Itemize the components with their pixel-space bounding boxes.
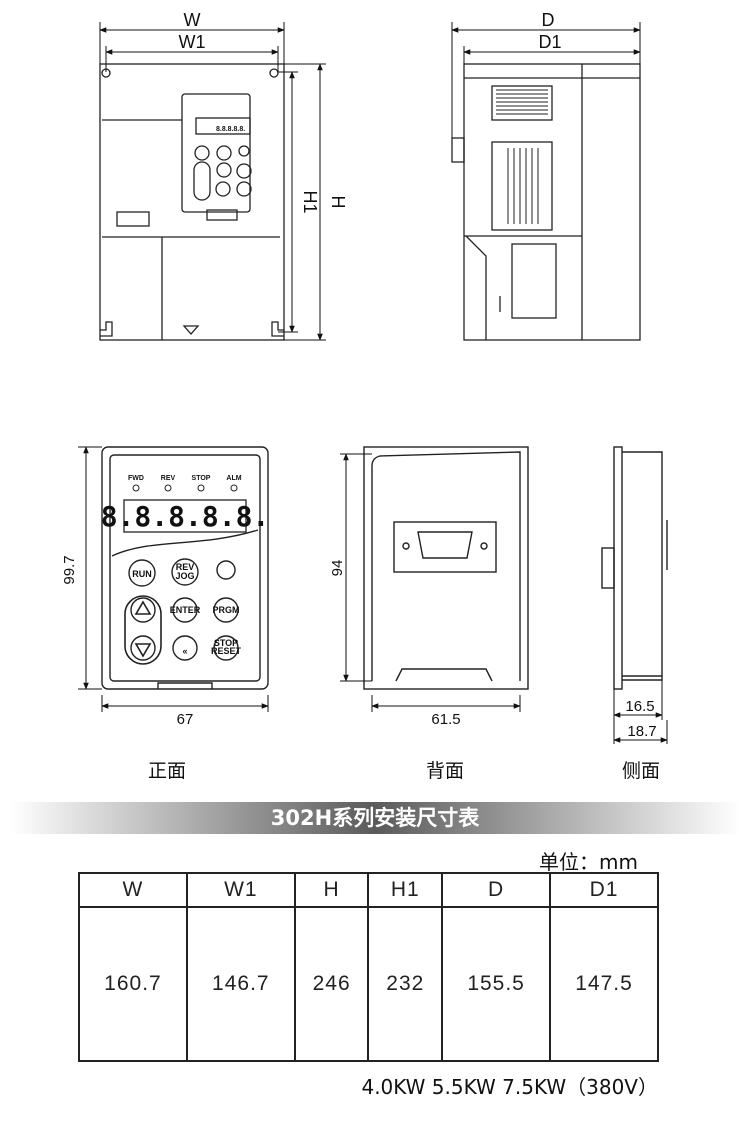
svg-text:RESET: RESET — [211, 646, 242, 656]
side-a-label: 16.5 — [625, 698, 654, 715]
rev-jog-button[interactable]: REV JOG — [171, 558, 199, 586]
h1-label: H1 — [300, 190, 320, 213]
panel-led-row: FWD REV STOP ALM — [128, 475, 242, 492]
table-title-banner — [10, 802, 740, 834]
value-h1: 232 — [367, 906, 444, 1062]
svg-text:STOP: STOP — [214, 638, 238, 648]
svg-text:FWD: FWD — [128, 475, 144, 482]
panel-width-label: 67 — [177, 711, 194, 728]
potentiometer-knob[interactable] — [216, 560, 236, 580]
header-w: W — [78, 872, 188, 908]
side-vent-slots — [496, 89, 548, 224]
header-w1: W1 — [185, 872, 296, 908]
back-height-label: 94 — [329, 560, 346, 577]
unit-label: 单位：mm — [539, 850, 638, 874]
stop-reset-button[interactable]: STOP RESET — [211, 635, 242, 661]
svg-text:ENTER: ENTER — [170, 605, 201, 615]
value-w: 160.7 — [78, 906, 188, 1062]
table-title: 302H系列安装尺寸表 — [270, 806, 480, 830]
panel-front-outline — [101, 446, 269, 690]
svg-text:ALM: ALM — [226, 475, 241, 482]
svg-text:JOG: JOG — [175, 571, 194, 581]
table-header-row: W W1 H H1 D D1 — [78, 872, 659, 908]
back-caption: 背面 — [426, 760, 465, 782]
back-width-label: 61.5 — [431, 711, 460, 728]
svg-text:PRGM: PRGM — [213, 605, 240, 615]
up-down-rocker — [124, 595, 162, 665]
technical-drawing: 8.8.8.8.8. W W1 H H1 D D1 — [61, 10, 668, 744]
panel-back-outline — [363, 446, 529, 690]
svg-text:REV: REV — [176, 562, 195, 572]
enter-button[interactable]: ENTER — [170, 597, 201, 623]
prgm-button[interactable]: PRGM — [213, 597, 240, 623]
down-button[interactable] — [130, 635, 156, 661]
power-rating-note: 4.0KW 5.5KW 7.5KW（380V） — [361, 1075, 658, 1099]
front-caption: 正面 — [148, 760, 187, 782]
d1-label: D1 — [538, 32, 561, 52]
panel-side-outline — [601, 446, 668, 690]
value-h: 246 — [293, 906, 370, 1062]
w-label: W — [184, 10, 201, 30]
header-h: H — [293, 872, 370, 908]
header-d: D — [441, 872, 552, 908]
svg-text:RUN: RUN — [132, 569, 152, 579]
table-row: 160.7 146.7 246 232 155.5 147.5 — [78, 906, 659, 1062]
side-view-drawing — [451, 63, 641, 341]
shift-icon: « — [182, 646, 187, 656]
header-h1: H1 — [367, 872, 444, 908]
front-view-drawing — [99, 63, 285, 341]
panel-height-label: 99.7 — [61, 555, 78, 584]
value-d1: 147.5 — [549, 906, 659, 1062]
up-button[interactable] — [130, 597, 156, 623]
h-label: H — [328, 196, 348, 209]
header-d1: D1 — [549, 872, 659, 908]
up-arrow-icon — [134, 600, 152, 615]
panel-display-frame — [123, 499, 247, 533]
value-d: 155.5 — [441, 906, 552, 1062]
top-mini-display: 8.8.8.8.8. — [216, 126, 245, 133]
side-b-label: 18.7 — [627, 723, 656, 740]
side-caption: 侧面 — [622, 760, 661, 782]
down-arrow-icon — [134, 643, 152, 658]
value-w1: 146.7 — [185, 906, 296, 1062]
panel-display: 8.8.8.8.8. — [101, 500, 270, 533]
svg-text:STOP: STOP — [192, 475, 211, 482]
dimension-table: W W1 H H1 D D1 160.7 146.7 246 232 155.5… — [78, 872, 659, 1062]
svg-text:REV: REV — [161, 475, 176, 482]
run-button[interactable]: RUN — [128, 559, 156, 587]
d-label: D — [542, 10, 555, 30]
w1-label: W1 — [179, 32, 206, 52]
shift-button[interactable]: « — [172, 635, 198, 661]
